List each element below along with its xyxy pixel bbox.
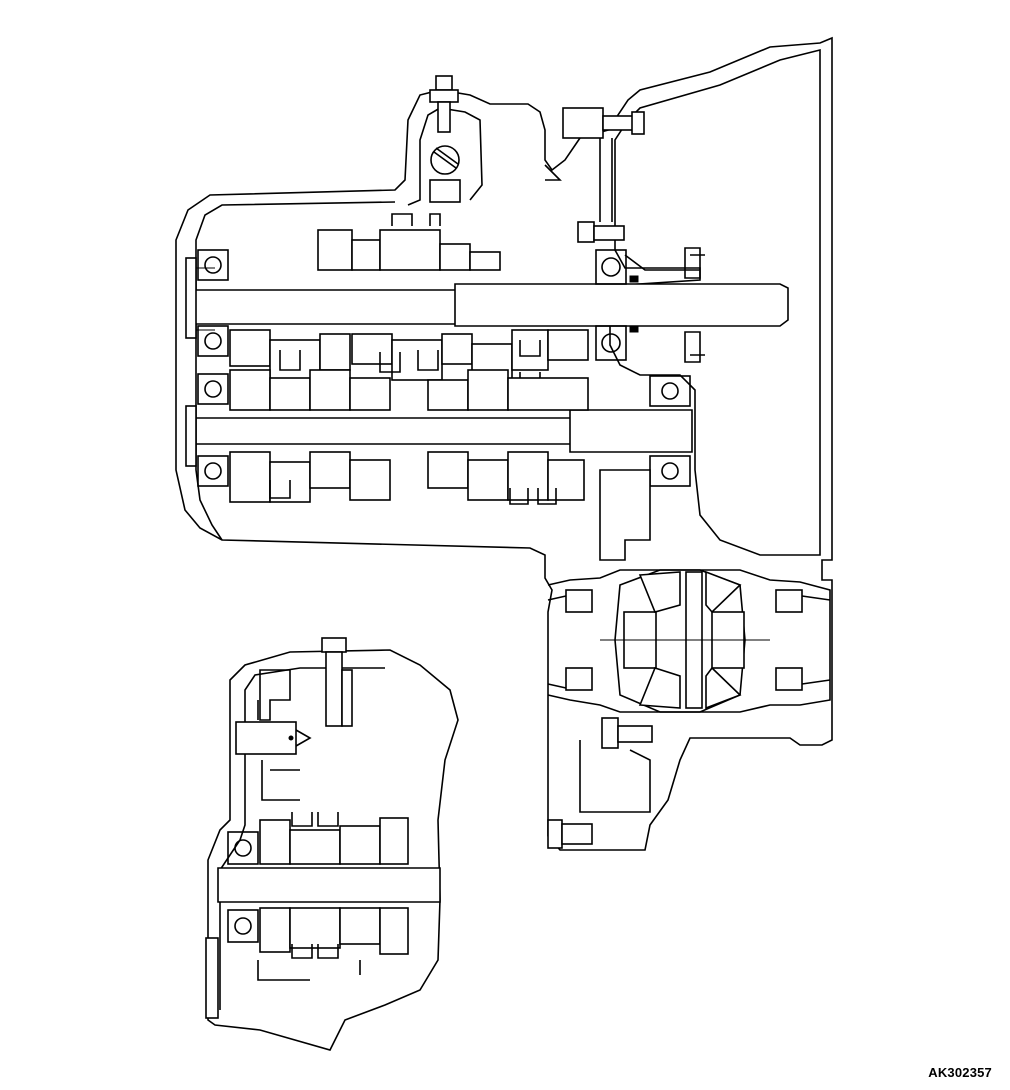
figure-code-label: AK302357 [928,1065,992,1080]
upper-shaft-gears [229,213,589,385]
main-transaxle-case [175,36,833,851]
input-shaft [185,257,789,339]
upper-bearings [197,247,705,363]
lower-detail-view [205,637,459,1051]
counter-shaft [185,369,693,561]
differential-assembly [547,569,831,849]
